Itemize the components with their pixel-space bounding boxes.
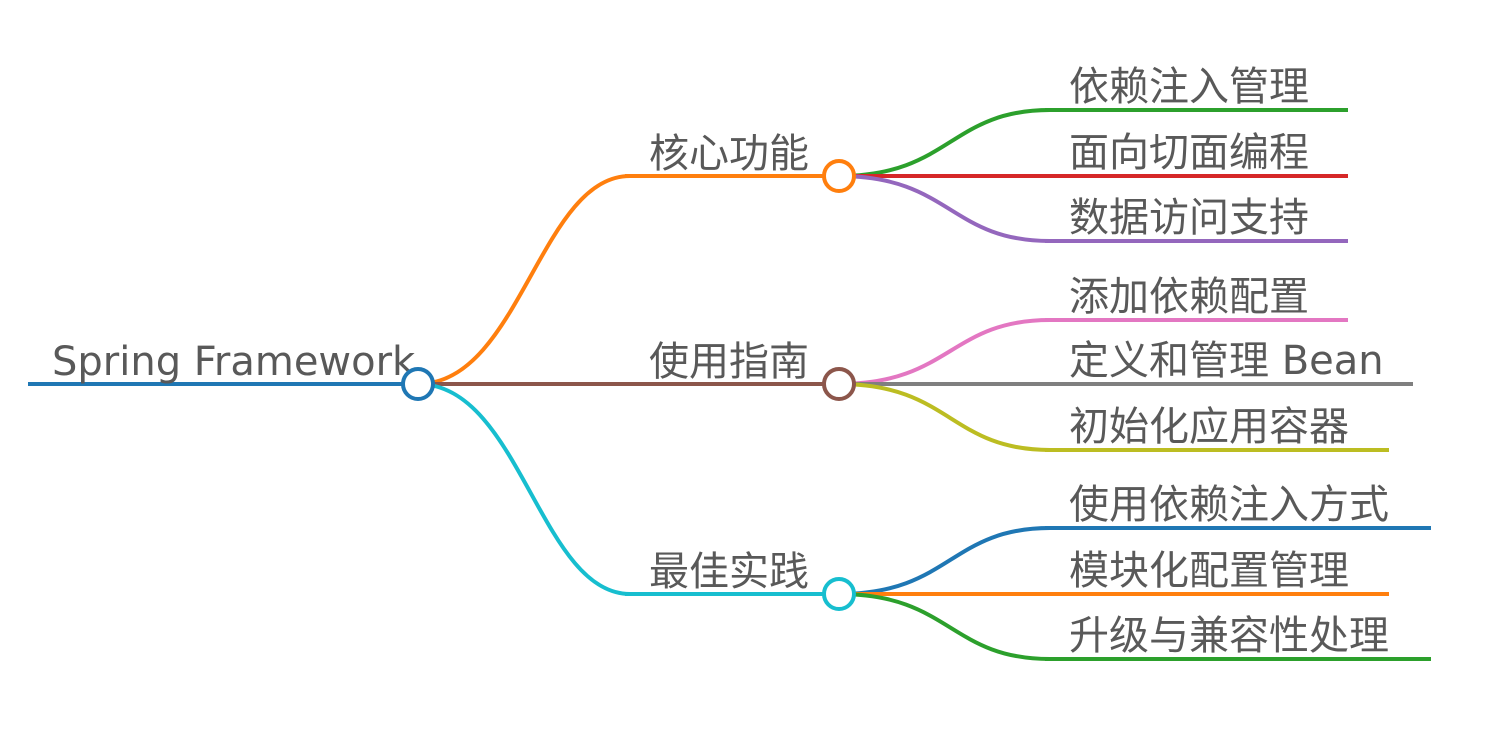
leaf-link — [838, 108, 1051, 178]
branch-best-practices[interactable]: 最佳实践 使用依赖注入方式 模块化配置管理 升级与兼容性处理 — [417, 382, 1431, 661]
branch-usage-guide-toggle[interactable] — [822, 367, 856, 401]
leaf-dependency-injection[interactable]: 依赖注入管理 — [838, 64, 1348, 178]
branch-link — [417, 382, 631, 596]
leaf-label: 升级与兼容性处理 — [1069, 613, 1389, 659]
leaf-upgrade-compat[interactable]: 升级与兼容性处理 — [838, 592, 1431, 661]
leaf-modular-config[interactable]: 模块化配置管理 — [839, 548, 1389, 596]
leaf-data-access[interactable]: 数据访问支持 — [838, 174, 1348, 243]
leaf-add-dependency[interactable]: 添加依赖配置 — [838, 274, 1348, 386]
leaf-link — [838, 526, 1051, 596]
branch-label: 使用指南 — [649, 339, 809, 385]
leaf-label: 面向切面编程 — [1069, 130, 1309, 176]
leaf-label: 定义和管理 Bean — [1069, 338, 1384, 384]
branch-best-practices-toggle[interactable] — [822, 577, 856, 611]
leaf-label: 数据访问支持 — [1069, 195, 1309, 241]
leaf-di-approach[interactable]: 使用依赖注入方式 — [838, 482, 1431, 596]
root-collapse-toggle[interactable] — [401, 367, 435, 401]
leaf-link — [838, 592, 1051, 661]
leaf-label: 使用依赖注入方式 — [1069, 482, 1389, 528]
leaf-define-bean[interactable]: 定义和管理 Bean — [839, 338, 1413, 386]
branch-label: 最佳实践 — [649, 549, 809, 595]
leaf-init-container[interactable]: 初始化应用容器 — [838, 382, 1389, 452]
branch-usage-guide[interactable]: 使用指南 添加依赖配置 定义和管理 Bean 初始化应用容器 — [418, 274, 1413, 452]
branch-core-features-toggle[interactable] — [822, 159, 856, 193]
leaf-link — [838, 382, 1051, 452]
root-label: Spring Framework — [52, 339, 416, 385]
root-node[interactable]: Spring Framework — [28, 339, 418, 386]
branch-link — [417, 174, 631, 386]
leaf-label: 初始化应用容器 — [1069, 404, 1349, 450]
leaf-label: 模块化配置管理 — [1069, 548, 1349, 594]
branch-core-features[interactable]: 核心功能 依赖注入管理 面向切面编程 数据访问支持 — [417, 64, 1348, 386]
leaf-link — [838, 318, 1051, 386]
leaf-label: 依赖注入管理 — [1069, 64, 1309, 110]
leaf-aop[interactable]: 面向切面编程 — [839, 130, 1348, 178]
leaf-link — [838, 174, 1051, 243]
leaf-label: 添加依赖配置 — [1069, 274, 1309, 320]
branch-label: 核心功能 — [649, 131, 809, 177]
